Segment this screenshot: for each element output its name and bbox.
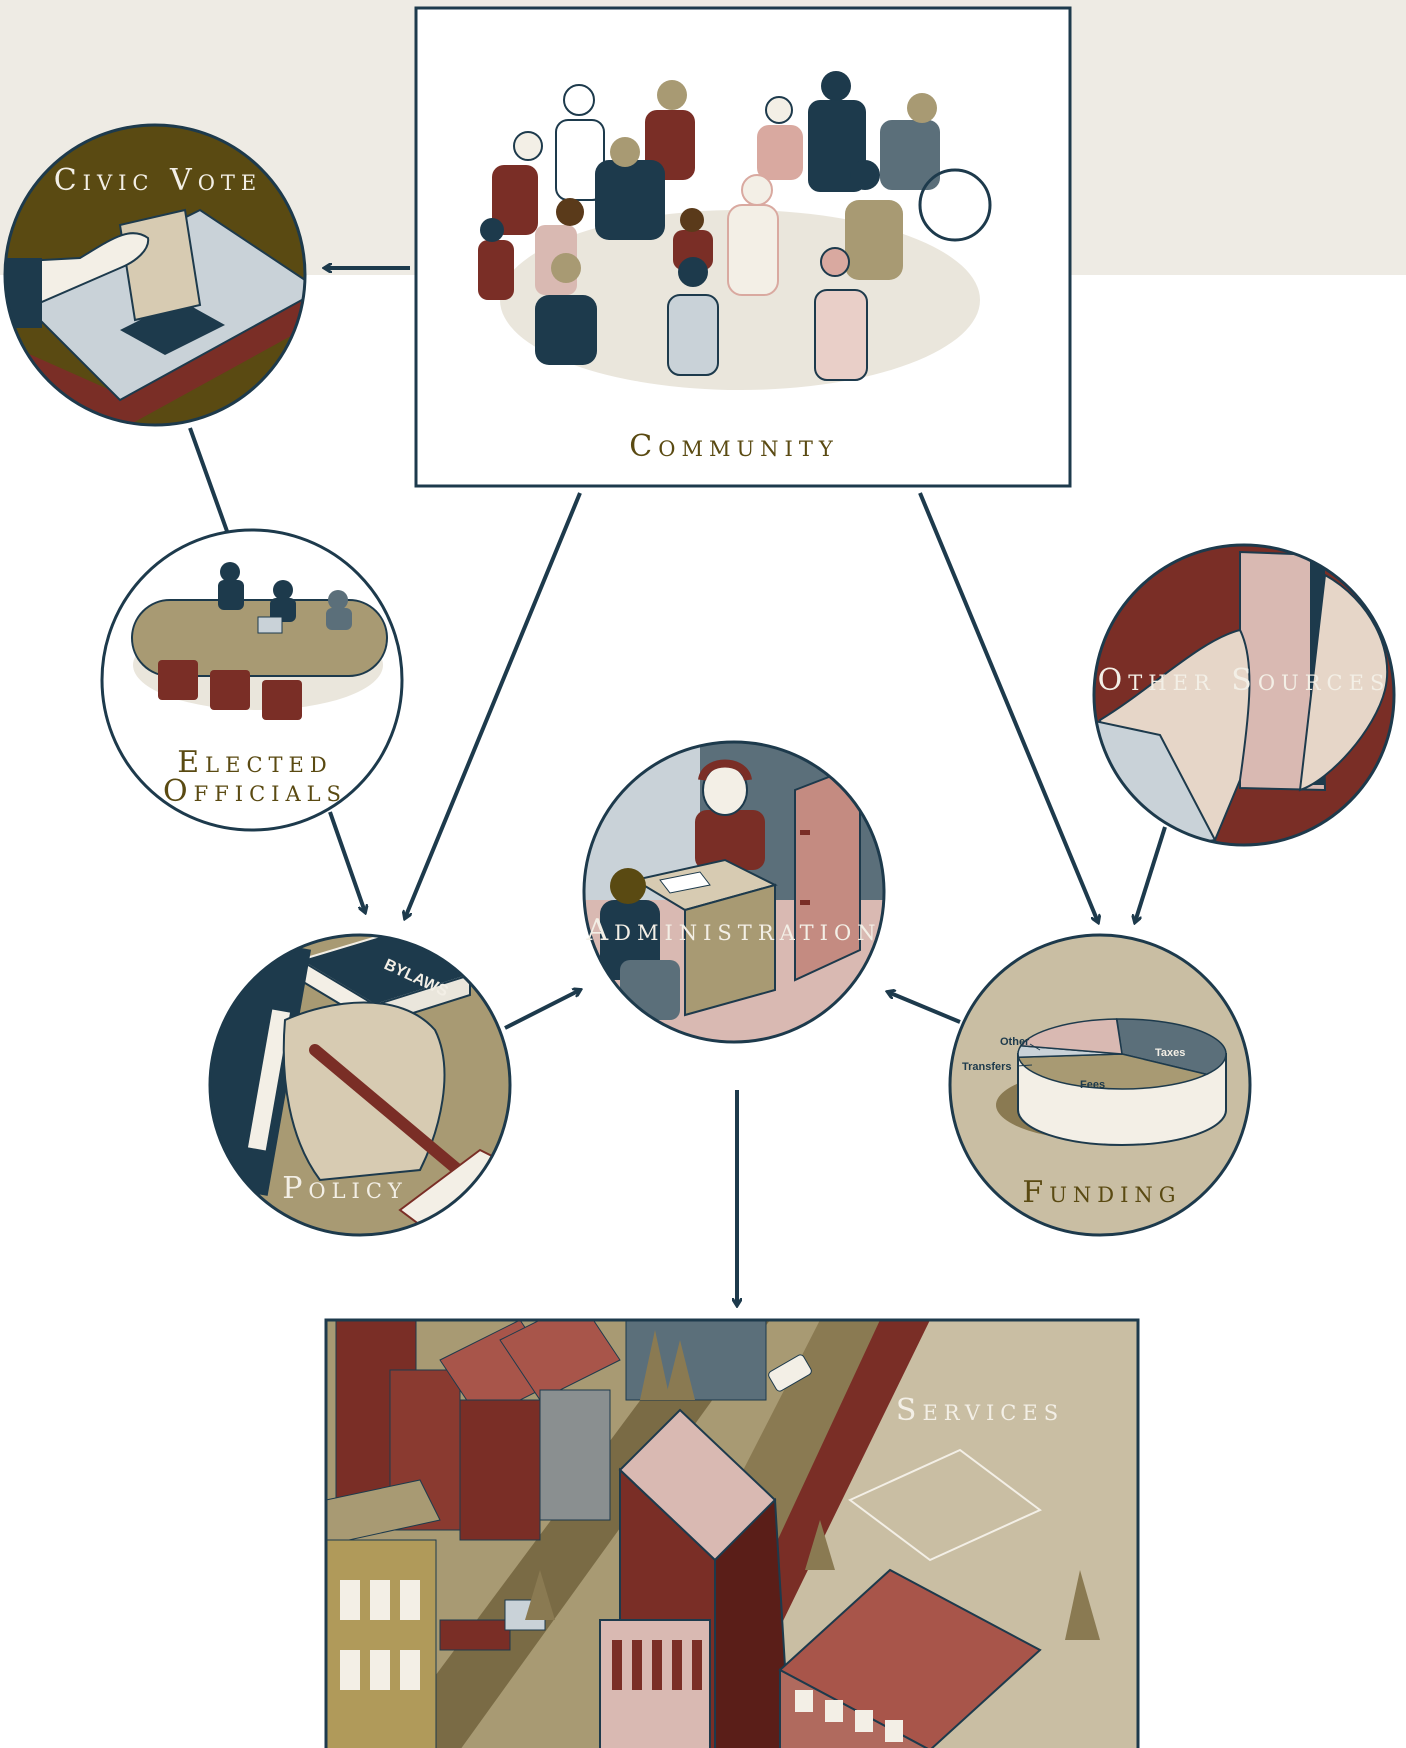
elected-officials-node: Elected Officials [100, 528, 404, 832]
arrow-community-to-funding [918, 492, 1098, 922]
funding-node: Taxes Fees Transfers Other Funding [948, 933, 1252, 1237]
elected-officials-label-line1: Elected [177, 745, 332, 780]
other-sources-label: Other Sources [1098, 663, 1391, 698]
arrow-officials-to-policy [328, 811, 365, 912]
administration-label: Administration [585, 913, 881, 948]
policy-label: Policy [282, 1171, 408, 1206]
office-illustration [584, 742, 884, 1042]
elected-officials-label-line2: Officials [163, 774, 347, 809]
services-label: Services [896, 1393, 1064, 1428]
civic-vote-node: Civic Vote [3, 123, 307, 427]
council-table-illustration [131, 562, 388, 720]
arrow-policy-to-admin [504, 990, 580, 1030]
other-sources-node: Other Sources [1092, 543, 1396, 847]
pie-leader-other [1029, 1043, 1041, 1051]
policy-node: BYLAWS Policy [208, 933, 512, 1237]
funding-label: Funding [1022, 1175, 1181, 1210]
arrow-community-to-policy [405, 492, 582, 918]
pie-label-fees: Fees [1080, 1079, 1105, 1091]
line-vote-to-officials [188, 427, 230, 535]
services-panel: Services [324, 1318, 1140, 1748]
community-label: Community [629, 429, 838, 464]
crowd-illustration [478, 71, 992, 390]
arrow-funding-to-admin [888, 992, 961, 1024]
funding-pie-illustration [996, 1018, 1227, 1146]
city-illustration [326, 1320, 1100, 1748]
community-panel: Community [414, 6, 1072, 488]
pie-label-other: Other [1000, 1036, 1030, 1048]
pie-label-taxes: Taxes [1155, 1047, 1185, 1059]
administration-node: Administration [582, 740, 886, 1044]
ballot-box-illustration [5, 208, 305, 425]
arrow-other-to-funding [1135, 826, 1167, 922]
pie-slice-other [1019, 1018, 1123, 1055]
pie-slice-taxes [1116, 1018, 1227, 1076]
funding-pie-slices [1017, 1018, 1227, 1090]
connectors [188, 268, 1167, 1305]
pie-label-transfers: Transfers [962, 1061, 1012, 1073]
civic-vote-label: Civic Vote [54, 163, 263, 198]
pie-slice-fees [1017, 1053, 1209, 1090]
pie-leader-transfers [1016, 1064, 1033, 1067]
